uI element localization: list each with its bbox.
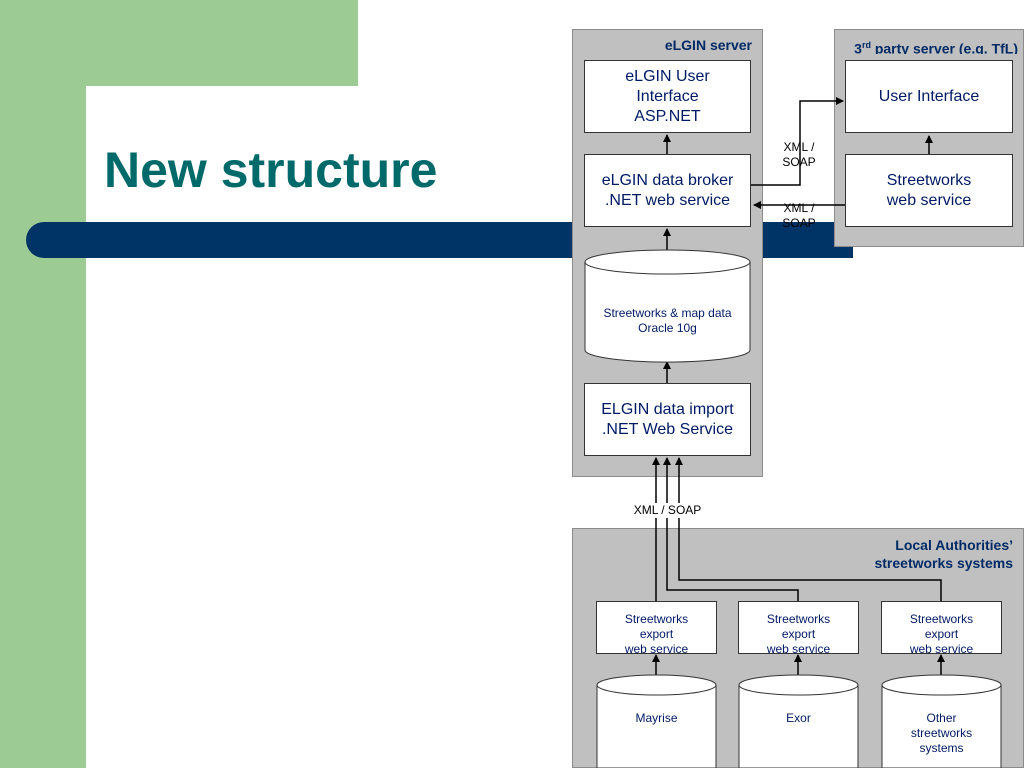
export-ws-label-1: Streetworks export web service [624,612,689,656]
elgin-import-label: ELGIN data import .NET Web Service [601,400,734,438]
other-db-cylinder [881,674,1002,768]
oracle-db-cylinder [584,249,751,363]
elgin-data-import-box: ELGIN data import .NET Web Service [584,383,751,456]
third-party-title-text: party server (e.g. TfL) [870,40,1018,54]
xml-soap-label-upper: XML / SOAP [782,140,816,169]
third-party-title-number: 3 [854,40,862,54]
green-header-block [0,0,358,86]
xml-soap-label-bottom: XML / SOAP [620,503,715,518]
thirdparty-streetworks-box: Streetworks web service [845,154,1013,227]
mayrise-label: Mayrise [635,711,678,725]
slide-title: New structure [104,142,438,198]
third-party-title: 3rd party server (e.g. TfL) [834,36,1018,54]
arrow-export3-to-import [675,457,942,601]
xml-soap-label-lower: XML / SOAP [782,201,816,229]
green-side-strip [0,86,86,768]
mayrise-db-cylinder [596,674,717,768]
arrow-broker-to-thirdparty-ui [751,97,844,186]
exor-db-cylinder [738,674,859,768]
elgin-user-interface-box: eLGIN User Interface ASP.NET [584,60,751,133]
local-authorities-title: Local Authorities’ streetworks systems [874,537,1013,571]
xml-soap-label-lower-wrap: XML / SOAP [770,201,828,229]
export-ws-label-2: Streetworks export web service [766,612,831,656]
elgin-broker-label: eLGIN data broker .NET web service [601,171,734,209]
export-ws-box-1: Streetworks export web service [596,601,717,656]
export-ws-label-3: Streetworks export web service [909,612,974,656]
arrow-export2-to-import [663,457,799,601]
export-ws-box-2: Streetworks export web service [738,601,859,656]
elgin-ui-label: eLGIN User Interface ASP.NET [625,67,710,125]
elgin-server-title: eLGIN server [664,37,752,53]
exor-label: Exor [786,711,811,725]
export-ws-box-3: Streetworks export web service [881,601,1002,656]
oracle-db-label: Streetworks & map data Oracle 10g [603,306,732,335]
thirdparty-ui-label: User Interface [878,87,980,105]
third-party-title-superscript: rd [861,40,871,50]
elgin-data-broker-box: eLGIN data broker .NET web service [584,154,751,227]
thirdparty-streetworks-label: Streetworks web service [886,171,972,209]
other-systems-label: Other streetworks systems [910,711,973,755]
thirdparty-user-interface-box: User Interface [845,60,1013,133]
rounded-corner [86,86,166,166]
